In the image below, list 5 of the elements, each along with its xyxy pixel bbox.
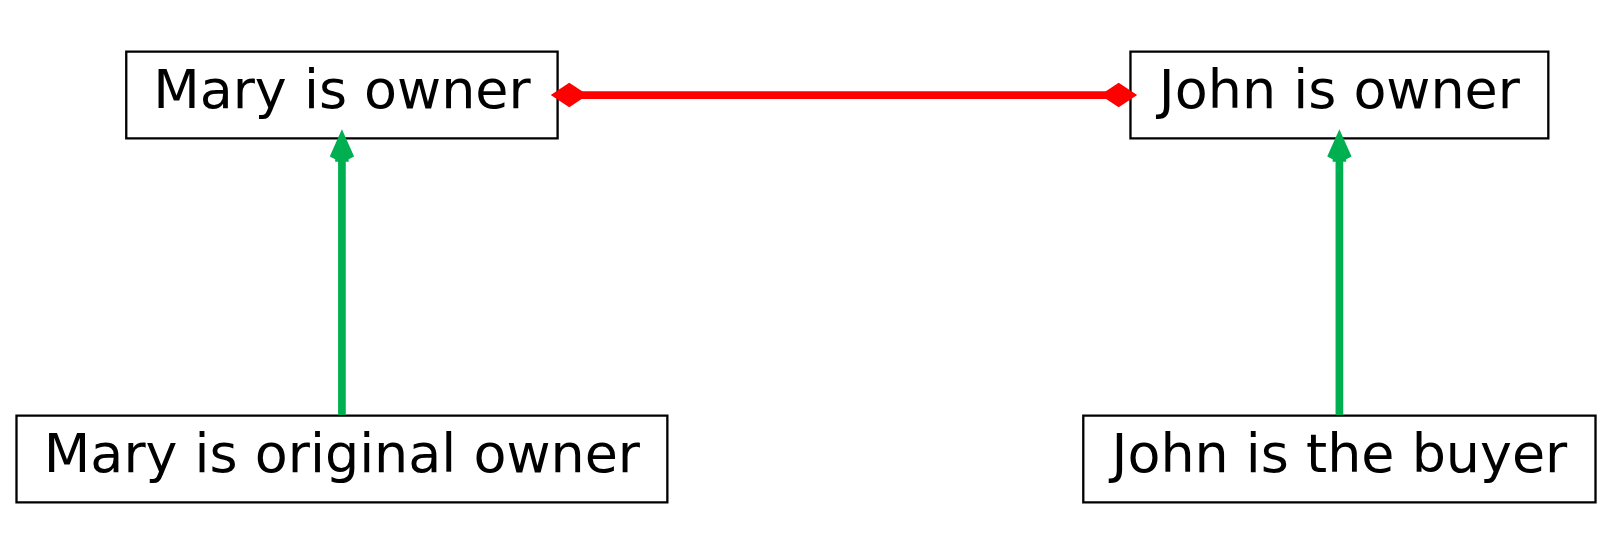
connector: [550, 82, 1138, 107]
node-box: John is owner: [1129, 50, 1550, 139]
node-box: Mary is original owner: [15, 414, 669, 503]
node-box: John is the buyer: [1082, 414, 1597, 503]
node-box: Mary is owner: [125, 50, 559, 139]
